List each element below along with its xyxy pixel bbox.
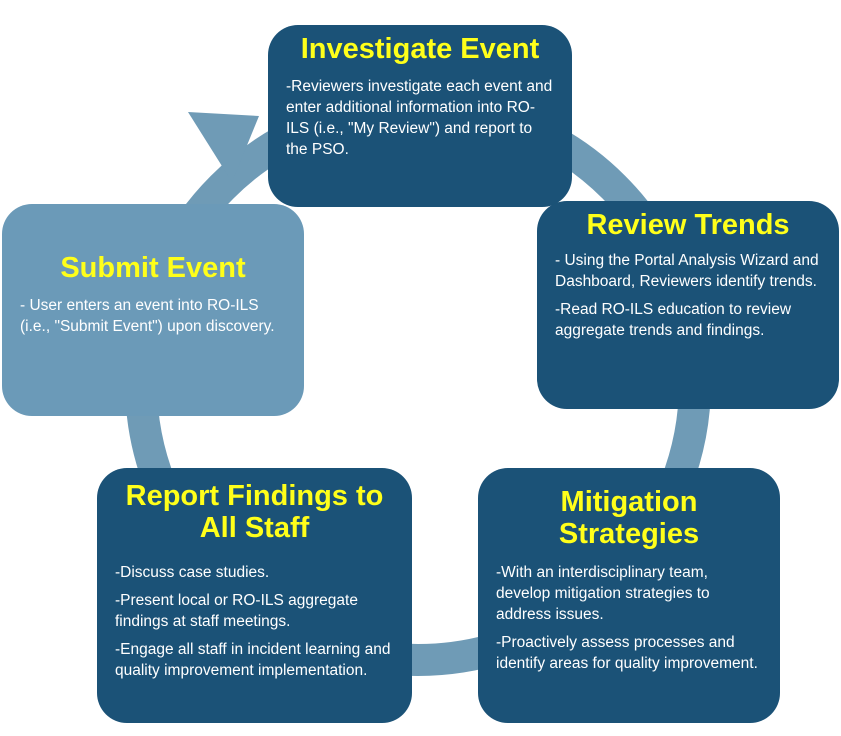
step-submit-event: Submit Event - User enters an event into… xyxy=(2,204,304,416)
step-item: - User enters an event into RO-ILS (i.e.… xyxy=(20,297,275,336)
step-title: Mitigation Strategies xyxy=(558,486,700,551)
step-review-trends: Review Trends - Using the Portal Analysi… xyxy=(537,201,839,409)
step-item: -Present local or RO-ILS aggregate findi… xyxy=(115,591,358,630)
step-title: Report Findings to All Staff xyxy=(125,480,384,545)
step-item: -Read RO-ILS education to review aggrega… xyxy=(555,301,792,340)
step-investigate-event: Investigate Event -Reviewers investigate… xyxy=(268,25,572,207)
step-title: Review Trends xyxy=(586,209,790,241)
step-title: Submit Event xyxy=(60,252,246,284)
step-mitigation-strategies: Mitigation Strategies -With an interdisc… xyxy=(478,468,780,723)
step-item: -Proactively assess processes and identi… xyxy=(496,633,758,672)
step-item: - Using the Portal Analysis Wizard and D… xyxy=(555,252,819,291)
step-report-findings: Report Findings to All Staff -Discuss ca… xyxy=(97,468,412,723)
step-item: -Discuss case studies. xyxy=(115,563,270,581)
step-item: -Reviewers investigate each event and en… xyxy=(286,78,553,159)
cycle-arrowhead-icon xyxy=(188,112,259,182)
step-title: Investigate Event xyxy=(300,33,540,65)
step-item: -Engage all staff in incident learning a… xyxy=(115,640,391,679)
step-item: -With an interdisciplinary team, develop… xyxy=(496,563,710,623)
